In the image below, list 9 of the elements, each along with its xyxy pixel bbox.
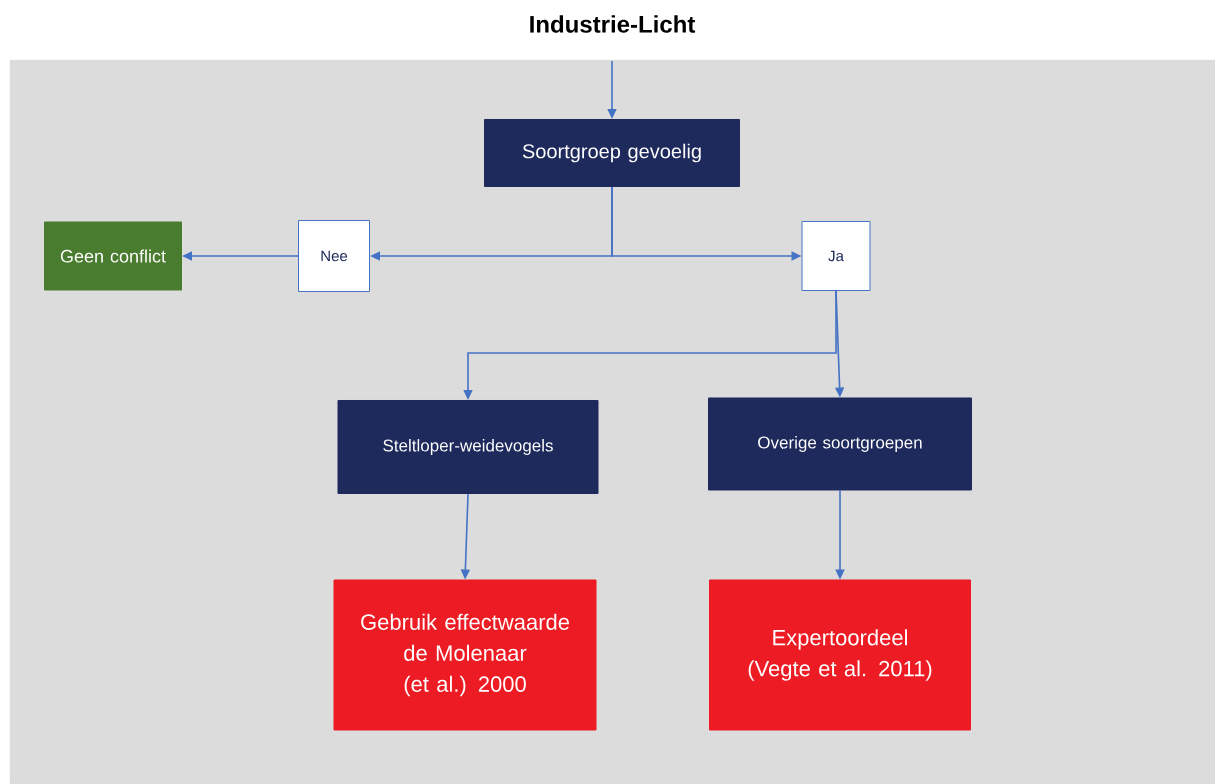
outcome-box: Gebruik effectwaarde de Molenaar (et al.) 2000	[333, 579, 597, 731]
decision-box: Nee	[298, 220, 370, 292]
process-box: Steltloper-weidevogels	[337, 400, 599, 494]
decision-box: Ja	[801, 221, 871, 291]
process-box: Overige soortgroepen	[708, 397, 972, 491]
title: Industrie-Licht	[530, 15, 696, 33]
outcome-box: Geen conflict	[44, 221, 182, 291]
process-box: Soortgroep gevoelig	[484, 119, 740, 187]
outcome-box: Expertoordeel (Vegte et al. 2011)	[709, 579, 971, 731]
